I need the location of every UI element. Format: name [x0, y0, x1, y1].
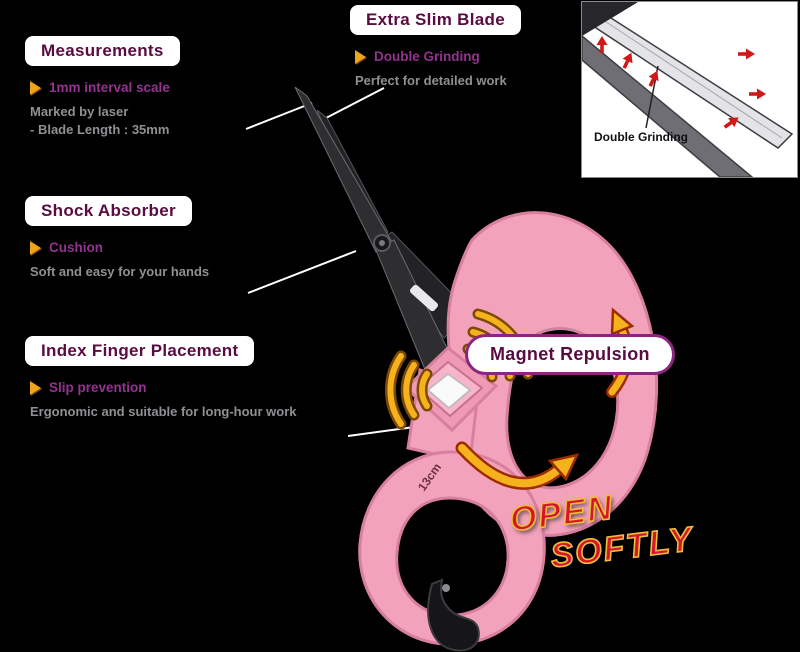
connector-line-slim-blade [325, 87, 385, 119]
front-blade [294, 86, 393, 253]
callout-title-magnet-repulsion: Magnet Repulsion [465, 334, 675, 375]
callout-shock-absorber: Shock Absorber Cushion Soft and easy for… [25, 196, 209, 279]
belt-clip [427, 578, 480, 652]
blade-closeup-drawing [582, 2, 794, 177]
callout-magnet-repulsion: Magnet Repulsion [465, 334, 675, 375]
brand-logo-mark [410, 284, 438, 312]
description-text: Ergonomic and suitable for long-hour wor… [30, 404, 297, 419]
feature-line: Double Grinding [355, 49, 521, 64]
callout-title-index-finger-placement: Index Finger Placement [25, 336, 255, 366]
description-text: - Blade Length : 35mm [30, 122, 170, 137]
feature-text: Double Grinding [374, 49, 480, 64]
description-text: Perfect for detailed work [355, 73, 507, 88]
blade-closeup-inset: Double Grinding [581, 1, 798, 178]
description-text: Marked by laser [30, 104, 129, 119]
callout-title-measurements: Measurements [25, 36, 180, 66]
feature-line: 1mm interval scale [30, 80, 180, 95]
arrow-right-bullet-icon [30, 380, 41, 395]
feature-text: Slip prevention [49, 380, 147, 395]
callout-index-finger-placement: Index Finger Placement Slip prevention E… [25, 336, 297, 419]
connector-line-measurements [245, 102, 313, 130]
arrow-right-bullet-icon [355, 49, 366, 64]
callout-title-extra-slim-blade: Extra Slim Blade [350, 5, 521, 35]
inset-label: Double Grinding [594, 130, 688, 144]
inset-lower-blade [582, 35, 754, 177]
connector-line-shock [247, 250, 357, 294]
callout-measurements: Measurements 1mm interval scale Marked b… [25, 36, 180, 137]
grind-direction-arrows-icon [596, 36, 766, 129]
feature-line: Slip prevention [30, 380, 297, 395]
callout-extra-slim-blade: Extra Slim Blade Double Grinding Perfect… [350, 5, 521, 88]
arrow-right-bullet-icon [30, 240, 41, 255]
feature-text: 1mm interval scale [49, 80, 170, 95]
feature-text: Cushion [49, 240, 103, 255]
magnet [426, 373, 472, 409]
callout-title-shock-absorber: Shock Absorber [25, 196, 192, 226]
arrow-right-bullet-icon [30, 80, 41, 95]
feature-line: Cushion [30, 240, 209, 255]
description-text: Soft and easy for your hands [30, 264, 210, 279]
